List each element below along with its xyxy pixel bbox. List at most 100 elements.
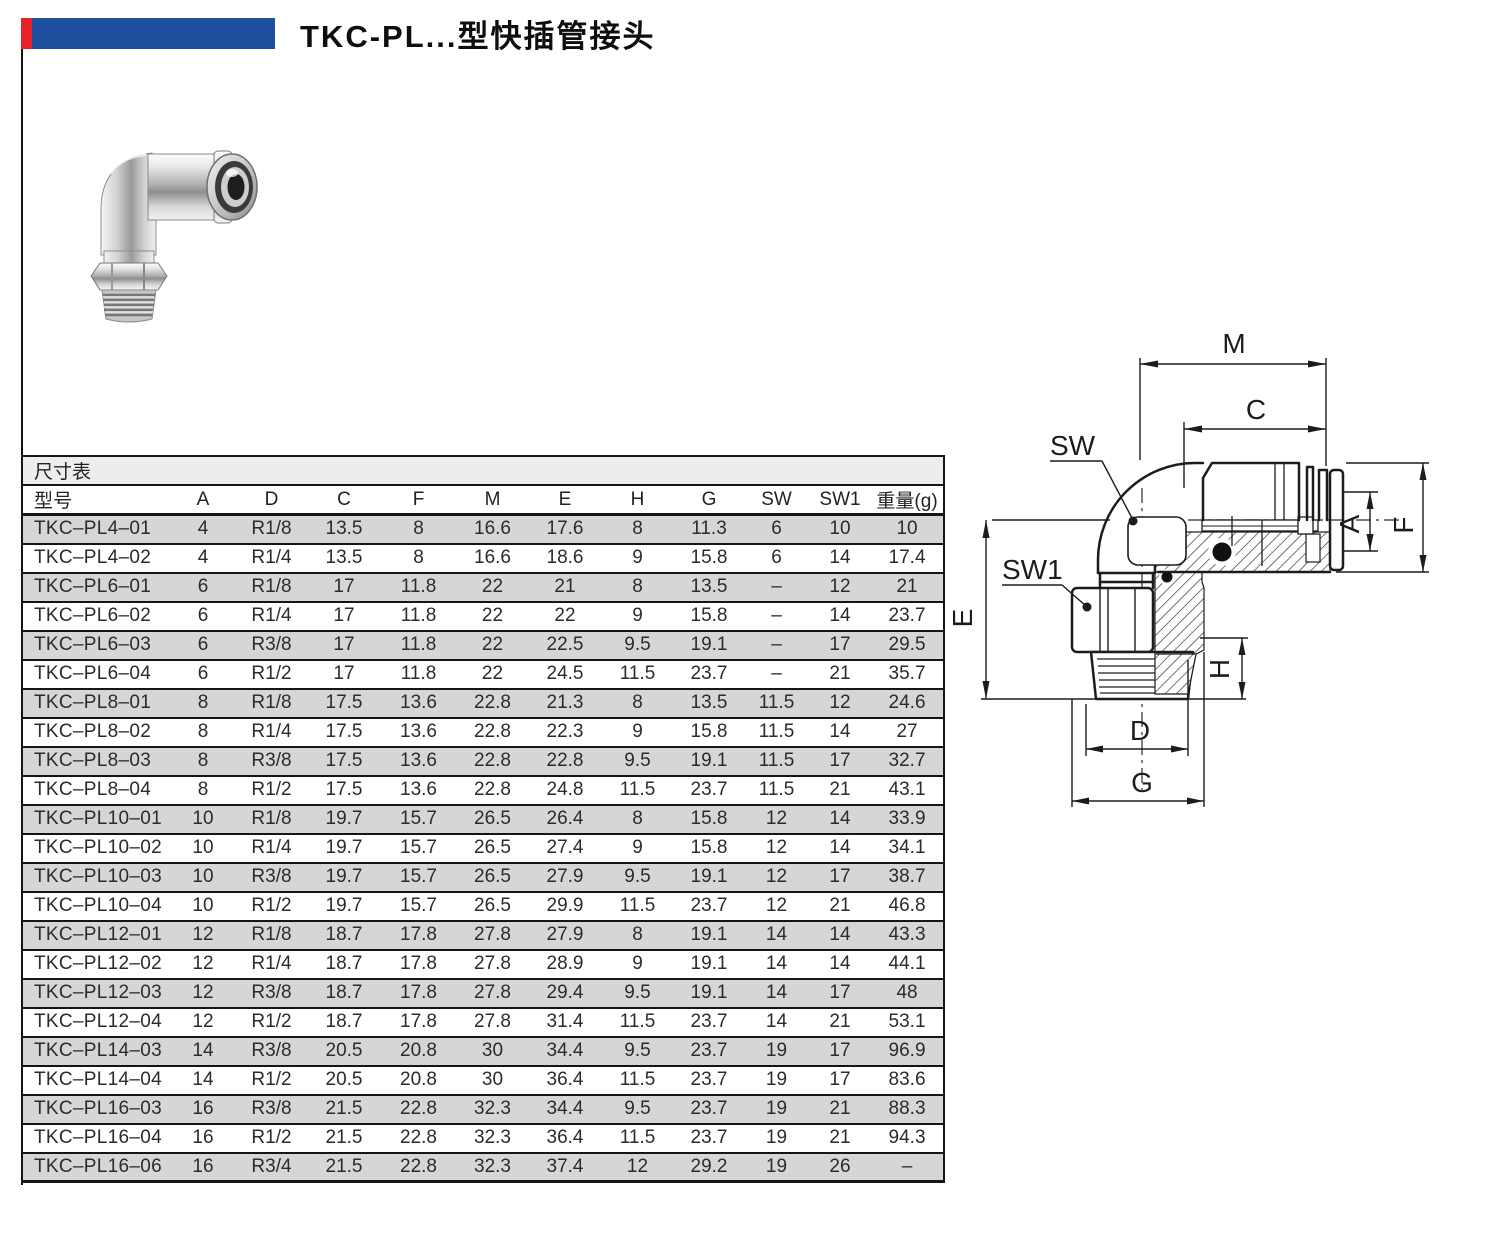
value-cell: 29.2 [690,1155,728,1177]
model-cell: TKC–PL16–03 [34,1098,162,1119]
value-cell: 19.7 [325,837,363,858]
value-cell: R3/8 [251,1098,292,1119]
value-cell: 10 [829,518,851,540]
value-cell: 6 [197,634,209,655]
value-cell: 17 [829,1069,851,1090]
value-cell: 14 [829,837,851,858]
value-cell: 27.8 [474,953,511,974]
value-cell: 9.5 [624,866,651,887]
value-cell: 17 [333,576,355,597]
value-cell: 23.7 [690,663,728,684]
value-cell: 22.8 [474,750,511,771]
value-cell: 27.9 [546,924,584,945]
dim-label-m: M [1222,328,1245,359]
value-cell: 22.8 [400,1098,437,1119]
value-cell: 22.8 [546,750,584,771]
value-cell: 8 [632,576,643,597]
value-cell: 8 [197,779,209,800]
value-cell: 15.7 [400,837,437,858]
technical-drawing-svg: M C SW SW1 E A F H D G [947,328,1429,807]
value-cell: – [771,663,782,684]
value-cell: 22.8 [474,721,511,742]
value-cell: 30 [481,1069,504,1090]
value-cell: 23.7 [690,1040,728,1061]
value-cell: 23.7 [690,1069,728,1090]
value-cell: 17.8 [400,1011,437,1032]
model-cell: TKC–PL16–04 [34,1127,162,1148]
value-cell: 23.7 [690,779,728,800]
value-cell: 8 [197,692,209,713]
dim-label-g: G [1131,767,1153,798]
value-cell: 32.7 [888,750,926,771]
value-cell: 17.6 [546,518,584,540]
value-cell: 17.5 [325,750,363,771]
value-cell: 14 [765,953,788,974]
model-cell: TKC–PL12–03 [34,982,162,1003]
page-title: TKC-PL...型快插管接头 [300,19,656,54]
value-cell: R1/2 [251,663,292,684]
value-cell: 15.7 [400,866,437,887]
column-header: 重量(g) [876,491,938,512]
value-cell: 14 [765,982,788,1003]
value-cell: 9 [632,837,643,858]
value-cell: 21.5 [325,1098,363,1119]
value-cell: 8 [632,518,643,540]
value-cell: 21 [829,1098,851,1119]
value-cell: 34.1 [888,837,926,858]
o-ring-seal [1212,542,1232,562]
value-cell: 12 [626,1155,649,1177]
value-cell: 12 [765,895,788,916]
model-cell: TKC–PL8–02 [34,721,152,742]
column-header: H [630,488,645,510]
value-cell: 6 [771,518,782,540]
value-cell: 48 [896,982,918,1003]
value-cell: R3/8 [251,866,292,887]
value-cell: 20.8 [400,1069,437,1090]
value-cell: 13.6 [400,779,437,800]
value-cell: 9.5 [624,1098,651,1119]
value-cell: 12 [192,924,214,945]
table-caption: 尺寸表 [34,462,92,483]
value-cell: 16 [192,1127,214,1148]
value-cell: 43.3 [888,924,926,945]
value-cell: 19.1 [690,634,728,655]
release-collar [1328,468,1345,572]
value-cell: 21 [829,895,851,916]
elbow-arc [1096,461,1205,562]
dimension-arrows [982,360,1427,805]
value-cell: 21.5 [325,1155,363,1177]
value-cell: 16 [192,1098,214,1119]
value-cell: 20.5 [325,1069,363,1090]
value-cell: 13.5 [690,576,728,597]
value-cell: 19 [765,1155,788,1177]
value-cell: 13.6 [400,721,437,742]
column-header: SW1 [819,488,861,510]
value-cell: 12 [765,866,788,887]
blue-header-bar [32,18,275,49]
model-cell: TKC–PL4–01 [34,518,152,540]
value-cell: 36.4 [546,1127,584,1148]
column-header: G [701,488,717,510]
value-cell: 23.7 [888,605,926,626]
value-cell: 22.8 [400,1127,437,1148]
column-header: F [412,488,425,510]
value-cell: 14 [829,924,851,945]
value-cell: 19.1 [690,866,728,887]
value-cell: 24.6 [888,692,926,713]
cartridge-cap [1201,461,1301,522]
model-cell: TKC–PL10–03 [34,866,162,887]
value-cell: 11.5 [619,1069,656,1090]
sw-flat [1127,516,1187,566]
value-cell: 22 [481,605,504,626]
